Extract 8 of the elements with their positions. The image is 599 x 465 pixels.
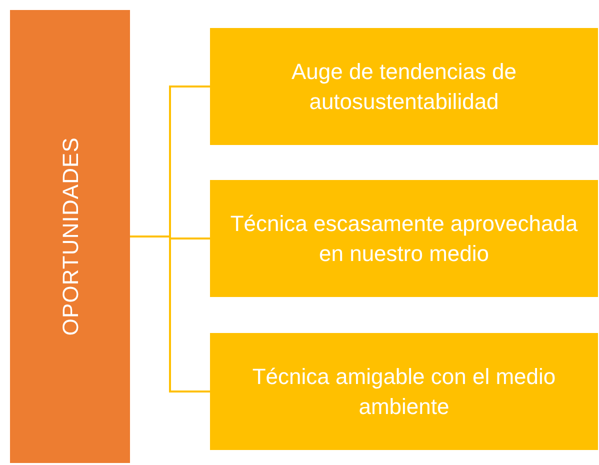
category-label: OPORTUNIDADES [56,137,84,336]
category-box [10,10,130,463]
item-label: Técnica amigable con el medio ambiente [251,362,557,420]
item-box [210,28,598,145]
item-box [210,333,598,450]
item-label: Técnica escasamente aprovechada en nuestro medio [229,210,579,268]
item-label: Auge de tendencias de autosustentabilidad [290,58,518,116]
item-box [210,180,598,297]
